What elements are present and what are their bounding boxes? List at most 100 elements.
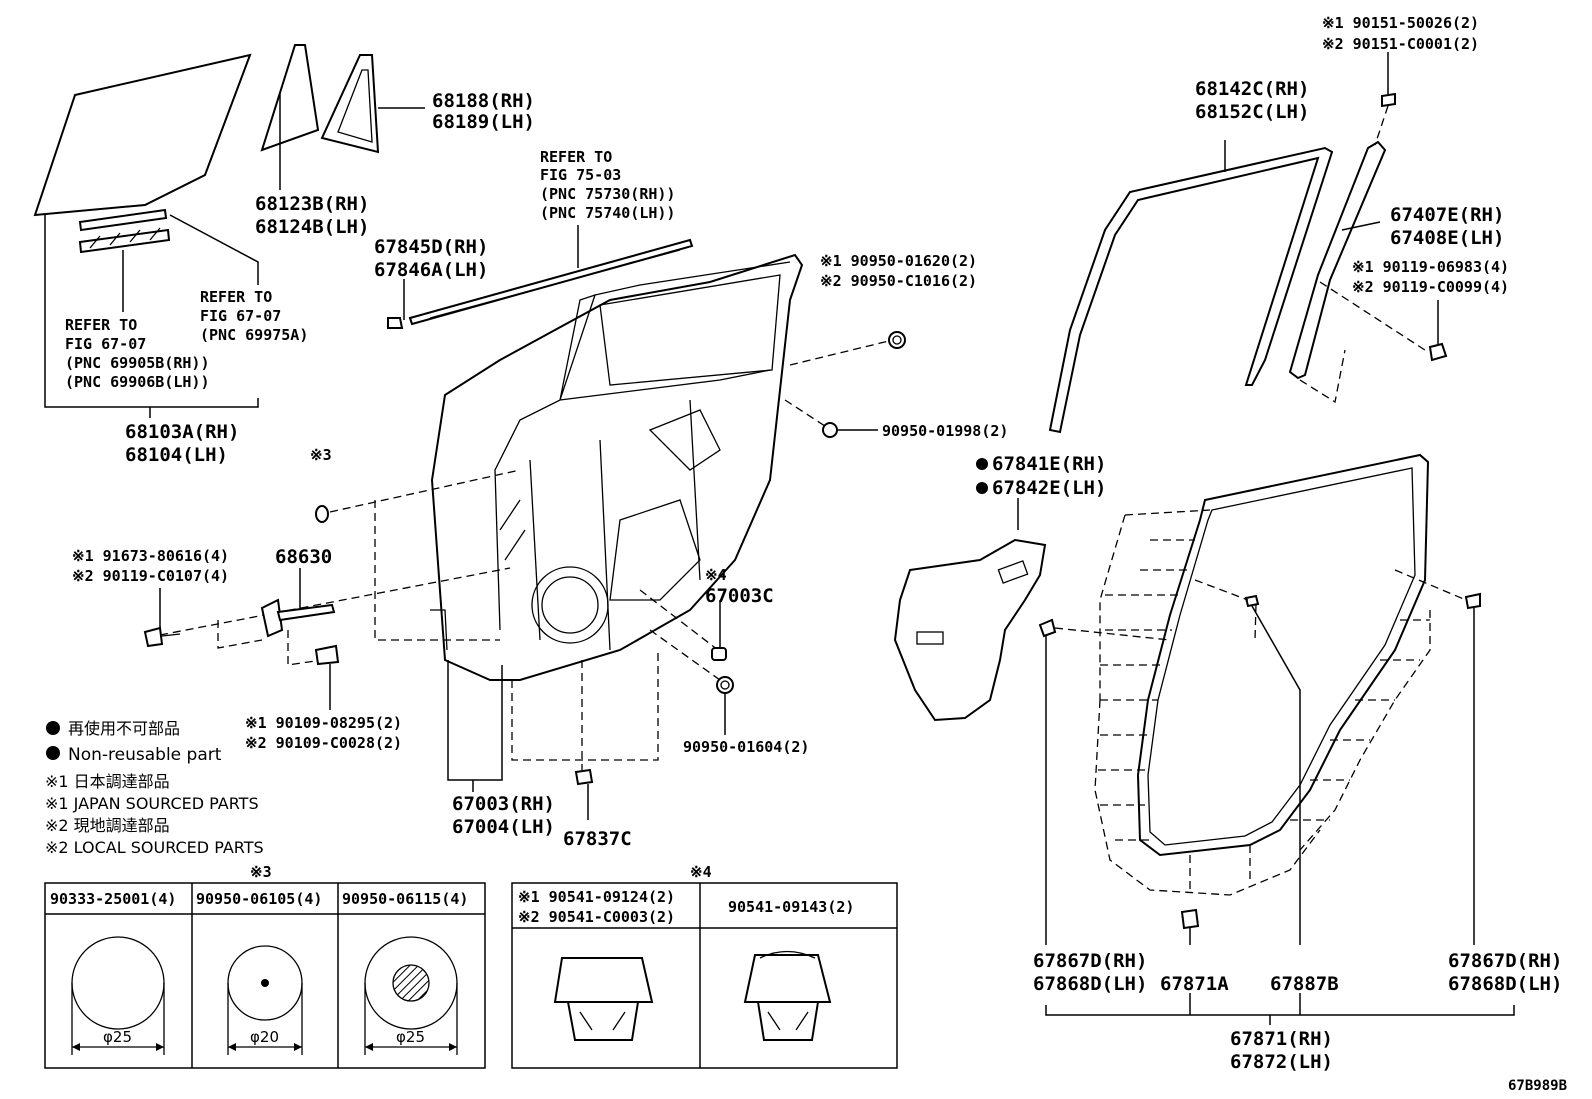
table3-dim-1: φ25 [103,1028,132,1046]
label-screw-2: ※2 90119-C0107(4) [72,567,229,585]
table4-col2: 90541-09143(2) [728,898,854,916]
legend-dot-icon [46,721,60,735]
label-68124B: 68124B(LH) [255,216,369,238]
label-67871: 67871(RH) [1230,1028,1333,1050]
cushion-icon [743,950,832,1041]
door-frame-weatherstrip-68142C [1048,146,1334,434]
table4-mark: ※4 [690,863,712,881]
clip-67867D-right [1464,592,1481,610]
legend-japan-en: ※1 JAPAN SOURCED PARTS [45,794,259,813]
table3-dim-2: φ20 [250,1028,279,1046]
plug-mark3 [315,505,329,523]
table4-col1-line1: ※1 90541-09124(2) [518,888,675,906]
moulding-clip [387,317,404,329]
label-67868D-right: 67868D(LH) [1448,973,1562,995]
label-67841E: 67841E(RH) [992,453,1106,475]
table-mark4: ※4 ※1 90541-09124(2) ※2 90541-C0003(2) 9… [511,863,898,1069]
label-refer-6707b-4: (PNC 69906B(LH)) [65,373,210,391]
screw-90151 [1381,92,1396,108]
label-screw-1: ※1 91673-80616(4) [72,547,229,565]
table3-dim-3: φ25 [396,1028,425,1046]
table-mark3: ※3 90333-25001(4) 90950-06105(4) 90950-0… [44,863,486,1069]
label-bolt-1: ※1 90119-06983(4) [1352,258,1509,276]
label-67846A: 67846A(LH) [374,259,488,281]
label-refer-6707b-1: REFER TO [65,316,137,334]
legend-non-reusable-en: Non-reusable part [68,745,222,765]
label-refer-7503-3: (PNC 75730(RH)) [540,185,675,203]
bolt-91673 [143,626,181,648]
legend-dot-icon [46,746,60,760]
label-68630: 68630 [275,546,332,568]
label-67871A: 67871A [1160,973,1229,995]
label-refer-6707b-2: FIG 67-07 [65,335,146,353]
label-bolt2-1: ※1 90109-08295(2) [245,714,402,732]
label-bolt2-2: ※2 90109-C0028(2) [245,734,402,752]
label-top-right-note-1: ※1 90151-50026(2) [1322,14,1479,32]
service-hole-cover-67841E [893,538,1047,722]
label-refer-6707b-3: (PNC 69905B(RH)) [65,354,210,372]
table3-mark: ※3 [250,863,272,881]
label-67887B: 67887B [1270,973,1339,995]
label-refer-6707a-3: (PNC 69975A) [200,326,308,344]
label-top-right-note-2: ※2 90151-C0001(2) [1322,35,1479,53]
label-67003: 67003(RH) [452,793,555,815]
cushion-icon [553,957,654,1041]
legend-non-reusable-jp: 再使用不可部品 [68,719,180,738]
clip-67887B [1244,594,1260,608]
legend-local-en: ※2 LOCAL SOURCED PARTS [45,838,264,857]
label-68103A: 68103A(RH) [125,421,239,443]
label-67408E: 67408E(LH) [1390,227,1504,249]
plug-icon [71,936,165,1030]
label-mark4: ※4 [705,566,727,584]
door-glass [33,53,252,217]
table4-col1-line2: ※2 90541-C0003(2) [518,908,675,926]
label-68188: 68188(RH) [432,90,535,112]
clip-67867D-left [1038,618,1057,638]
clip-67837C [574,768,594,786]
legend-japan-jp: ※1 日本調達部品 [45,772,170,791]
bolt-90109 [314,644,340,666]
label-67407E: 67407E(RH) [1390,204,1504,226]
label-clip-2: ※2 90950-C1016(2) [820,272,977,290]
label-68142C: 68142C(RH) [1195,78,1309,100]
label-90950-01604: 90950-01604(2) [683,738,809,756]
label-90950-01998: 90950-01998(2) [882,422,1008,440]
clip-90950-01620 [888,331,906,349]
door-check-68630 [260,598,336,638]
clip-67871A [1180,908,1200,930]
label-67004: 67004(LH) [452,816,555,838]
belt-moulding [408,238,694,326]
table3-part-2: 90950-06105(4) [196,890,322,908]
table3-part-3: 90950-06115(4) [342,890,468,908]
table3-part-1: 90333-25001(4) [50,890,176,908]
rear-door-panel [430,253,804,681]
label-67842E: 67842E(LH) [992,477,1106,499]
drawing-code: 67B989B [1508,1078,1567,1094]
label-67867D-right: 67867D(RH) [1448,950,1562,972]
door-opening-weatherstrip-67871 [1094,453,1431,896]
clip-90950-01604 [716,676,734,694]
bolt-90119-06983 [1428,342,1448,362]
label-refer-7503-1: REFER TO [540,148,612,166]
label-67872: 67872(LH) [1230,1051,1333,1073]
label-67003C: 67003C [705,585,774,607]
label-68104: 68104(LH) [125,444,228,466]
label-67837C: 67837C [563,828,632,850]
non-reusable-dot-icon [976,482,988,494]
quarter-glass [260,44,320,152]
legend-local-jp: ※2 現地調達部品 [45,816,170,835]
non-reusable-dot-icon [976,458,988,470]
label-refer-6707a-2: FIG 67-07 [200,307,281,325]
cap-67003C [711,647,727,661]
label-68189: 68189(LH) [432,111,535,133]
label-bolt-2: ※2 90119-C0099(4) [1352,278,1509,296]
label-67868D-left: 67868D(LH) [1033,973,1147,995]
quarter-window-weatherstrip [320,54,380,154]
clip-90950-01998 [822,422,838,438]
label-67845D: 67845D(RH) [374,236,488,258]
glass-channel-strips [78,208,171,254]
label-67867D-left: 67867D(RH) [1033,950,1147,972]
label-clip-1: ※1 90950-01620(2) [820,252,977,270]
label-68123B: 68123B(RH) [255,193,369,215]
